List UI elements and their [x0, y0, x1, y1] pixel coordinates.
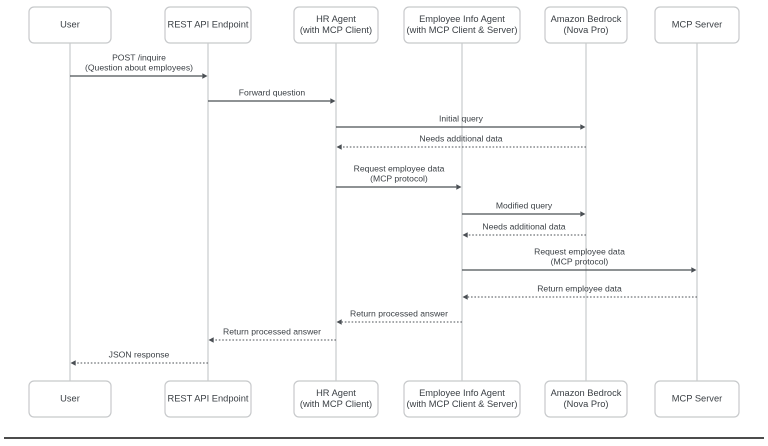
participant-bottom-hr-agent[interactable]: HR Agent(with MCP Client): [293, 380, 379, 418]
participant-bottom-amazon-bedrock[interactable]: Amazon Bedrock(Nova Pro): [544, 380, 628, 418]
participant-bottom-employee-info-agent[interactable]: Employee Info Agent(with MCP Client & Se…: [403, 380, 521, 418]
participant-bottom-mcp-server[interactable]: MCP Server: [654, 380, 740, 418]
message-label: Initial query: [439, 114, 484, 124]
participant-top-employee-info-agent[interactable]: Employee Info Agent(with MCP Client & Se…: [403, 6, 521, 44]
participant-label: (Nova Pro): [564, 25, 609, 35]
message-label: Return processed answer: [350, 309, 448, 319]
message-request-employee-data-mcp-1: Request employee data(MCP protocol): [336, 163, 462, 190]
message-label: Return processed answer: [223, 327, 321, 337]
participant-box: [164, 6, 252, 44]
message-label: (MCP protocol): [370, 174, 428, 184]
message-label: POST /inquire: [112, 52, 166, 62]
message-arrowhead: [580, 124, 586, 130]
participant-box: [544, 6, 628, 44]
message-arrowhead: [580, 211, 586, 217]
message-label: (Question about employees): [85, 63, 193, 73]
message-initial-query: Initial query: [336, 114, 586, 130]
participant-label: User: [60, 19, 80, 29]
participant-top-user[interactable]: User: [28, 6, 112, 44]
participant-label: HR Agent: [316, 14, 356, 24]
participant-label: MCP Server: [672, 393, 722, 403]
message-modified-query: Modified query: [462, 201, 586, 217]
message-label: Return employee data: [537, 284, 622, 294]
participant-label: Employee Info Agent: [419, 14, 505, 24]
participant-label: HR Agent: [316, 388, 356, 398]
participant-bottom-rest-api-endpoint[interactable]: REST API Endpoint: [164, 380, 252, 418]
message-arrowhead: [202, 73, 208, 79]
message-needs-additional-data-2: Needs additional data: [462, 222, 586, 238]
message-label: Needs additional data: [419, 134, 502, 144]
message-label: Forward question: [239, 88, 306, 98]
message-label: Request employee data: [354, 163, 445, 173]
participant-label: (with MCP Client): [300, 25, 372, 35]
message-forward-question: Forward question: [208, 88, 336, 104]
participant-box: [403, 380, 521, 418]
message-arrowhead: [691, 267, 697, 273]
message-label: Needs additional data: [482, 222, 565, 232]
message-return-employee-data: Return employee data: [462, 284, 697, 300]
participant-box: [654, 6, 740, 44]
participant-label: (with MCP Client & Server): [407, 25, 518, 35]
message-label: Request employee data: [534, 246, 625, 256]
message-arrowhead: [208, 337, 214, 343]
participant-label: (with MCP Client): [300, 399, 372, 409]
message-arrowhead: [462, 232, 468, 238]
participant-top-rest-api-endpoint[interactable]: REST API Endpoint: [164, 6, 252, 44]
message-post-inquire: POST /inquire(Question about employees): [70, 52, 208, 79]
message-label: Modified query: [496, 201, 553, 211]
participant-box: [403, 6, 521, 44]
participant-top-mcp-server[interactable]: MCP Server: [654, 6, 740, 44]
participant-label: Amazon Bedrock: [551, 388, 622, 398]
participant-label: Amazon Bedrock: [551, 14, 622, 24]
participant-label: (with MCP Client & Server): [407, 399, 518, 409]
participant-bottom-user[interactable]: User: [28, 380, 112, 418]
participant-box: [164, 380, 252, 418]
participant-box: [293, 380, 379, 418]
participant-box: [28, 6, 112, 44]
message-label: JSON response: [109, 350, 170, 360]
message-arrowhead: [336, 319, 342, 325]
message-arrowhead: [70, 360, 76, 366]
participant-box: [654, 380, 740, 418]
message-request-employee-data-mcp-2: Request employee data(MCP protocol): [462, 246, 697, 273]
participant-label: Employee Info Agent: [419, 388, 505, 398]
message-label: (MCP protocol): [551, 257, 609, 267]
message-json-response: JSON response: [70, 350, 208, 366]
message-return-processed-answer-1: Return processed answer: [336, 309, 462, 325]
participant-label: REST API Endpoint: [168, 19, 249, 29]
participant-label: REST API Endpoint: [168, 393, 249, 403]
message-arrowhead: [330, 98, 336, 104]
participant-label: User: [60, 393, 80, 403]
participant-label: (Nova Pro): [564, 399, 609, 409]
participant-top-amazon-bedrock[interactable]: Amazon Bedrock(Nova Pro): [544, 6, 628, 44]
participant-label: MCP Server: [672, 19, 722, 29]
participant-box: [28, 380, 112, 418]
participant-box: [544, 380, 628, 418]
participant-box: [293, 6, 379, 44]
message-needs-additional-data-1: Needs additional data: [336, 134, 586, 150]
message-arrowhead: [456, 184, 462, 190]
message-arrowhead: [462, 294, 468, 300]
participant-top-hr-agent[interactable]: HR Agent(with MCP Client): [293, 6, 379, 44]
message-arrowhead: [336, 144, 342, 150]
message-return-processed-answer-2: Return processed answer: [208, 327, 336, 343]
